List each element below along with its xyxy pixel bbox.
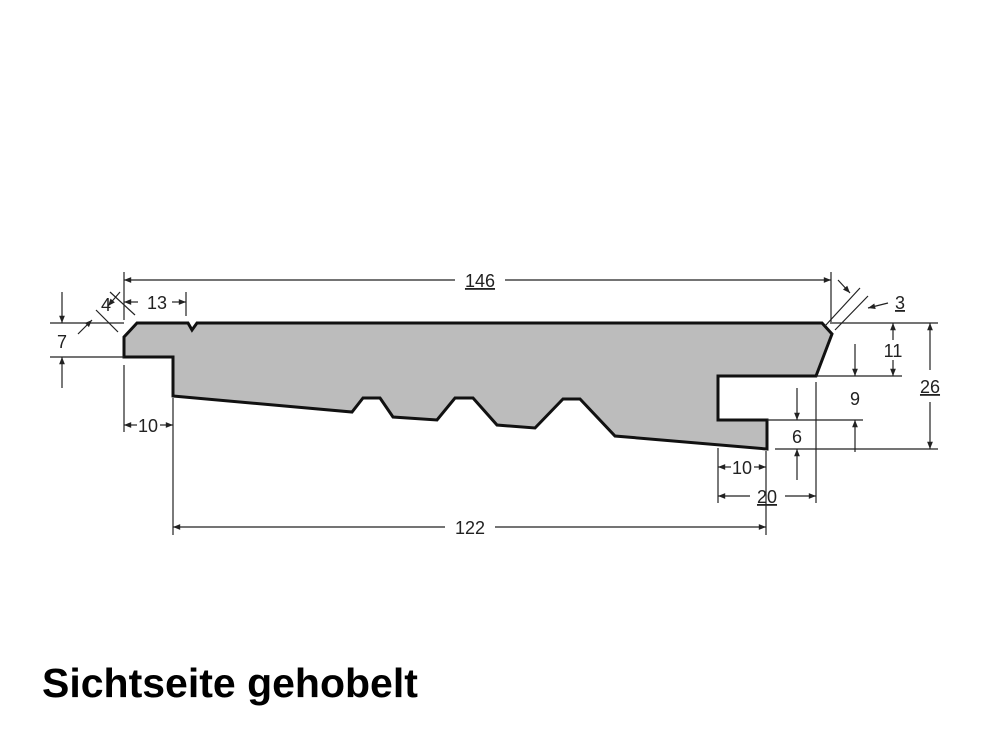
dim-6: 6: [792, 427, 802, 447]
caption: Sichtseite gehobelt: [42, 660, 418, 706]
dim-4: 4: [101, 295, 111, 315]
dim-9: 9: [850, 389, 860, 409]
dim-26: 26: [920, 377, 940, 397]
dim-10-right: 10: [732, 458, 752, 478]
dim-10-left: 10: [138, 416, 158, 436]
dim-3: 3: [895, 293, 905, 313]
dim-13: 13: [147, 293, 167, 313]
dimension-lines: [59, 277, 933, 530]
dim-122: 122: [455, 518, 485, 538]
dim-146: 146: [465, 271, 495, 291]
board-profile: [122, 321, 834, 451]
dim-20: 20: [757, 487, 777, 507]
dim-11: 11: [884, 341, 903, 361]
dim-7: 7: [57, 332, 67, 352]
